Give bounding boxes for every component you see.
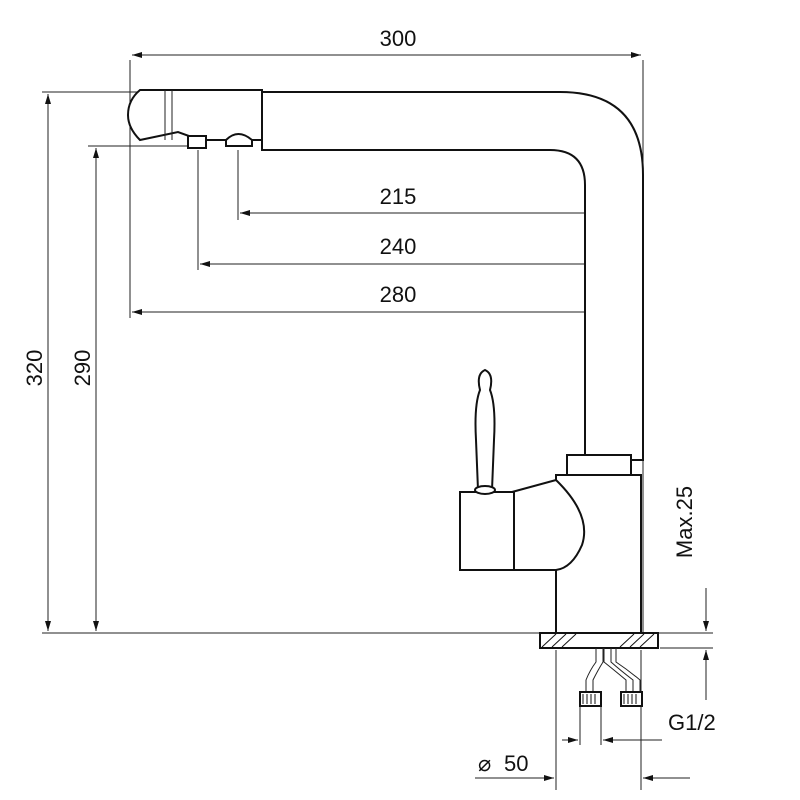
outlet-nozzle-2: [225, 133, 253, 147]
label-320: 320: [22, 350, 47, 387]
mounting-plate: [539, 632, 659, 649]
faucet-body: [126, 89, 659, 707]
label-50: 50: [504, 751, 528, 776]
outlet-nozzle-1: [187, 135, 207, 149]
diameter-symbol: ⌀: [478, 751, 491, 776]
label-g12: G1/2: [668, 710, 716, 735]
mounting-hatch: [541, 633, 655, 648]
spout-head: [126, 89, 263, 142]
mixer-body: [511, 478, 586, 571]
supply-hoses: [585, 648, 641, 692]
label-280: 280: [380, 282, 417, 307]
label-300: 300: [380, 26, 417, 51]
label-max25: Max.25: [672, 486, 697, 558]
label-290: 290: [70, 350, 95, 387]
dimension-labels: 300 215 240 280 320 290 Max.25 G1/2 ⌀ 50: [22, 26, 716, 776]
label-240: 240: [380, 234, 417, 259]
extension-lines: [42, 60, 713, 790]
spout-arm: [168, 91, 644, 461]
label-215: 215: [380, 184, 417, 209]
dimension-lines: [45, 52, 709, 781]
lever-base: [459, 491, 515, 571]
collar: [566, 454, 632, 476]
lever-handle: [474, 368, 496, 491]
